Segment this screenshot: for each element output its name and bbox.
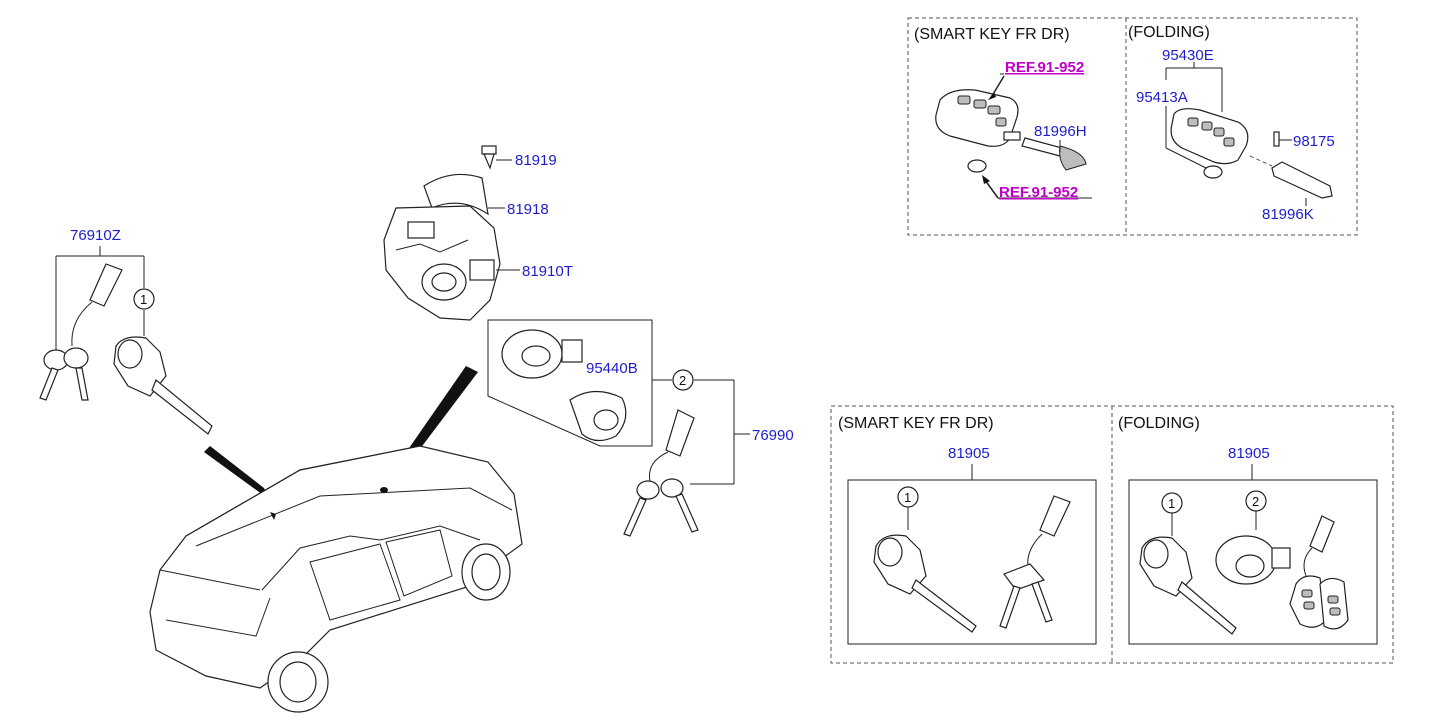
inner-box-81905-smart (847, 479, 1097, 645)
screw-81919-drawing (481, 145, 497, 170)
top-dashed-frame (907, 17, 1358, 236)
header-folding-top: (FOLDING) (1128, 24, 1210, 41)
circle-1-main-text: 1 (140, 292, 147, 307)
folding-set-cylinder-drawing (1139, 536, 1237, 635)
folding-set-keys-drawing (1289, 515, 1349, 630)
door-lock-set-76910Z-group: 76910Z 1 (39, 227, 270, 500)
ref-link-bottom[interactable]: REF.91-952 (999, 184, 1078, 201)
label-81905-smart: 81905 (948, 445, 990, 462)
circle-1-folding-text: 1 (1168, 496, 1175, 511)
immobilizer-95440B-group: 95440B 2 76990 (487, 319, 794, 537)
coil-antenna-drawing (501, 329, 583, 379)
label-81996H: 81996H (1034, 123, 1087, 140)
label-81905-folding: 81905 (1228, 445, 1270, 462)
header-smart-key-bottom: (SMART KEY FR DR) (838, 415, 994, 432)
label-76910Z: 76910Z (70, 227, 121, 244)
key-set-76990-drawing (623, 409, 699, 537)
label-95430E: 95430E (1162, 47, 1214, 64)
car-hatchback-drawing (149, 445, 523, 713)
folding-battery-drawing (1203, 165, 1223, 179)
clamp-81918-drawing (423, 173, 489, 216)
box-95440B (487, 319, 653, 447)
folding-key-blade-drawing (1249, 155, 1333, 199)
coin-battery-drawing (967, 159, 987, 173)
circle-1-smart-text: 1 (904, 490, 911, 505)
inner-box-81905-folding (1128, 479, 1378, 645)
smart-set-cylinder-drawing (873, 534, 977, 633)
steering-lock-body-drawing (383, 205, 501, 321)
circle-1-main (133, 288, 155, 310)
label-81910T: 81910T (522, 263, 573, 280)
header-smart-key-top: (SMART KEY FR DR) (914, 26, 1070, 43)
key-variants-box-bottom: (SMART KEY FR DR) (FOLDING) 81905 1 8190… (830, 405, 1394, 664)
circle-2-main-text: 2 (679, 373, 686, 388)
folding-set-ignition-drawing (1215, 535, 1291, 585)
smart-set-keys-drawing (999, 495, 1071, 629)
label-98175: 98175 (1293, 133, 1335, 150)
leader-lock-to-car (204, 446, 270, 500)
label-95440B: 95440B (586, 360, 638, 377)
keys-76910Z-drawing (39, 263, 123, 401)
label-81996K: 81996K (1262, 206, 1314, 223)
label-81918: 81918 (507, 201, 549, 218)
header-folding-bottom: (FOLDING) (1118, 415, 1200, 432)
smart-key-fob-drawing (935, 89, 1021, 147)
ref-arrow-bottom (984, 179, 999, 199)
folding-key-fob-drawing (1170, 108, 1249, 165)
pin-98175-drawing (1273, 131, 1280, 147)
door-lock-cylinder-drawing (113, 336, 213, 435)
label-95413A: 95413A (1136, 89, 1188, 106)
key-variants-box-top: (SMART KEY FR DR) (FOLDING) REF.91-952 8… (907, 17, 1358, 236)
circle-2-folding-text: 2 (1252, 494, 1259, 509)
label-81919: 81919 (515, 152, 557, 169)
start-button-ring-drawing (569, 390, 627, 442)
emergency-key-blade-drawing (1021, 137, 1087, 171)
label-76990: 76990 (752, 427, 794, 444)
circle-2-main (672, 369, 694, 391)
ref-link-top[interactable]: REF.91-952 (1005, 59, 1084, 76)
